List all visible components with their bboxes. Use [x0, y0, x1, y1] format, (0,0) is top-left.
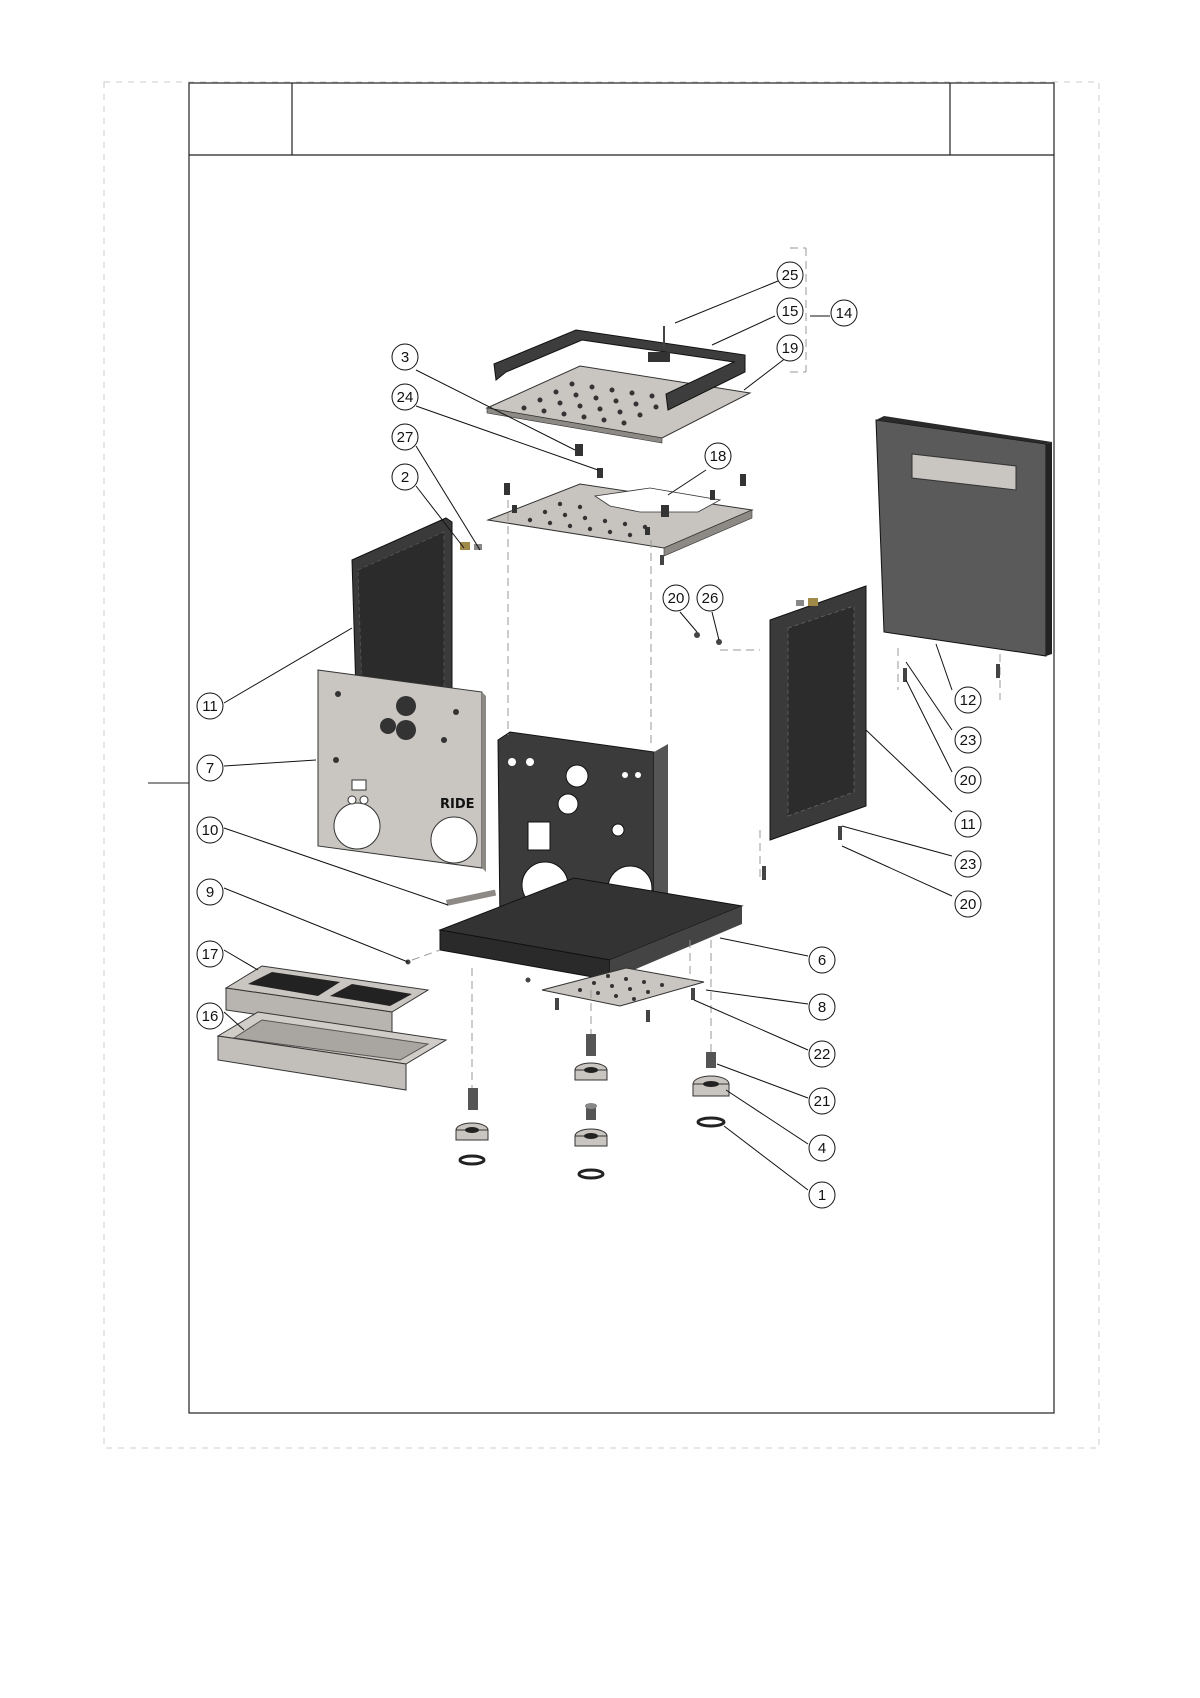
callout-20-upper: 20 [954, 766, 982, 794]
title-frame [188, 82, 1055, 1414]
svg-text:12: 12 [960, 692, 977, 709]
callout-10: 10 [196, 816, 224, 844]
svg-text:20: 20 [960, 772, 977, 789]
svg-text:16: 16 [202, 1008, 219, 1025]
svg-text:11: 11 [960, 816, 976, 833]
callout-4: 4 [808, 1134, 836, 1162]
callout-11-right: 11 [954, 810, 982, 838]
front-panel: RIDE [317, 669, 486, 872]
callout-21: 21 [808, 1087, 836, 1115]
callout-23-upper: 23 [954, 726, 982, 754]
svg-text:3: 3 [401, 349, 409, 366]
svg-text:11: 11 [202, 698, 218, 715]
svg-text:21: 21 [814, 1093, 831, 1110]
callout-3: 3 [391, 343, 419, 371]
main-chassis [438, 731, 744, 981]
side-cover-label [911, 453, 1017, 491]
callout-22: 22 [808, 1040, 836, 1068]
inner-top-plate-cutout [593, 487, 722, 513]
callout-6: 6 [808, 946, 836, 974]
foot-center-upper [574, 1034, 608, 1120]
svg-text:7: 7 [206, 760, 214, 777]
right-side-cover [875, 416, 1052, 657]
svg-text:24: 24 [397, 389, 414, 406]
svg-text:26: 26 [702, 590, 719, 607]
top-handle [493, 329, 746, 411]
chassis-base-side [610, 906, 742, 980]
callout-27: 27 [391, 423, 419, 451]
right-inner-panel [769, 585, 867, 841]
inner-top-screws [504, 444, 746, 535]
handle-bracket [648, 352, 670, 362]
inner-top-plate [486, 444, 754, 557]
callout-17: 17 [196, 940, 224, 968]
sheet-dashed-border [103, 81, 1100, 1449]
front-panel-logo: RIDE [440, 797, 475, 812]
callout-26: 26 [696, 584, 724, 612]
callout-9: 9 [196, 878, 224, 906]
inner-top-plate-flange [663, 509, 753, 557]
callout-11-left: 11 [196, 692, 224, 720]
svg-text:23: 23 [960, 732, 977, 749]
svg-text:25: 25 [782, 267, 799, 284]
callout-8: 8 [808, 993, 836, 1021]
callout-25: 25 [776, 261, 804, 289]
callout-14: 14 [830, 299, 858, 327]
drip-tray-grate [224, 965, 430, 1035]
svg-text:20: 20 [960, 896, 977, 913]
callout-24: 24 [391, 383, 419, 411]
callout-2: 2 [391, 463, 419, 491]
bottom-plate [541, 967, 705, 1007]
svg-text:9: 9 [206, 884, 214, 901]
callout-12: 12 [954, 686, 982, 714]
small-hardware [405, 555, 1000, 1022]
svg-text:23: 23 [960, 856, 977, 873]
callout-20-lower: 20 [954, 890, 982, 918]
svg-text:22: 22 [814, 1046, 831, 1063]
svg-text:14: 14 [836, 305, 853, 322]
callouts: 25 15 14 19 3 24 27 2 18 20 26 11 7 10 9… [196, 261, 982, 1209]
callout-18: 18 [704, 442, 732, 470]
svg-text:19: 19 [782, 340, 799, 357]
foot-left [455, 1088, 489, 1166]
callout-7: 7 [196, 754, 224, 782]
drip-tray-base [216, 1011, 448, 1091]
leader-lines [223, 280, 953, 1191]
top-lid-assembly [485, 326, 752, 444]
svg-text:27: 27 [397, 429, 414, 446]
assembly-lines [411, 247, 1001, 1088]
svg-text:6: 6 [818, 952, 826, 969]
top-lid-edge [486, 407, 663, 444]
foot-center-lower [574, 1128, 608, 1180]
svg-text:18: 18 [710, 448, 727, 465]
foot-right [692, 1052, 730, 1128]
svg-text:1: 1 [818, 1187, 826, 1204]
callout-1: 1 [808, 1181, 836, 1209]
callout-19: 19 [776, 334, 804, 362]
svg-text:8: 8 [818, 999, 826, 1016]
svg-text:20: 20 [668, 590, 685, 607]
callout-16: 16 [196, 1002, 224, 1030]
svg-text:17: 17 [202, 946, 219, 963]
callout-15: 15 [776, 297, 804, 325]
svg-text:10: 10 [202, 822, 219, 839]
svg-text:2: 2 [401, 469, 409, 486]
callout-23-lower: 23 [954, 850, 982, 878]
callout-20-top: 20 [662, 584, 690, 612]
svg-text:15: 15 [782, 303, 799, 320]
svg-text:4: 4 [818, 1140, 826, 1157]
